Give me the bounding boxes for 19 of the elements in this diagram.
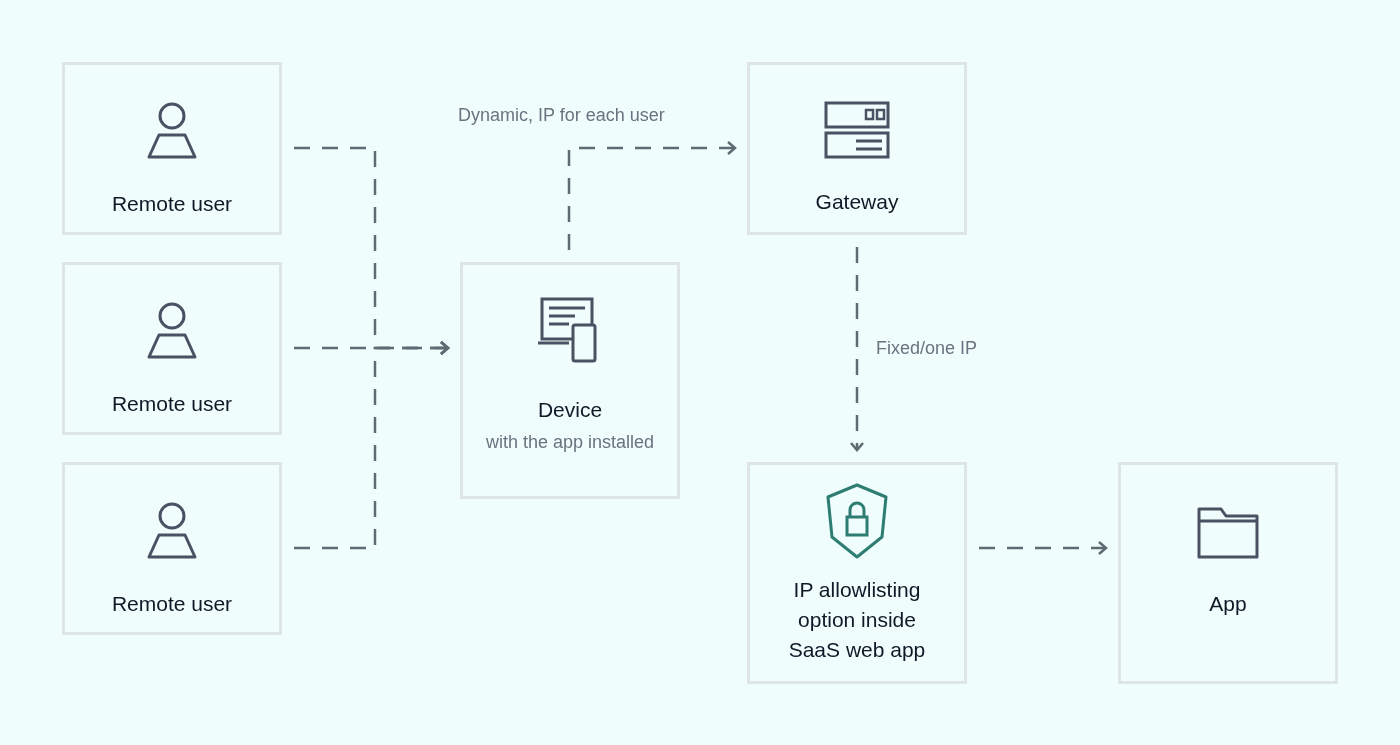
- user-card: [62, 262, 282, 435]
- user-card: [62, 62, 282, 235]
- node-title: Remote user: [111, 191, 233, 217]
- node-title: Device: [537, 397, 603, 423]
- dashed-arrow: [849, 247, 865, 452]
- dashed-arrow: [294, 340, 450, 550]
- node-subtitle: with the app installed: [485, 431, 655, 454]
- gateway-card: [747, 62, 967, 235]
- dashed-arrow: [979, 540, 1108, 556]
- node-title: Gateway: [815, 189, 899, 215]
- app-card: [1118, 462, 1338, 684]
- user-card: [62, 462, 282, 635]
- node-title: Remote user: [111, 391, 233, 417]
- allowlist-card: [747, 462, 967, 684]
- node-title: IP allowlisting option inside SaaS web app: [787, 577, 927, 663]
- node-title: Remote user: [111, 591, 233, 617]
- device-card: [460, 262, 680, 499]
- node-title: App: [1209, 591, 1247, 617]
- dashed-arrow: [567, 140, 737, 250]
